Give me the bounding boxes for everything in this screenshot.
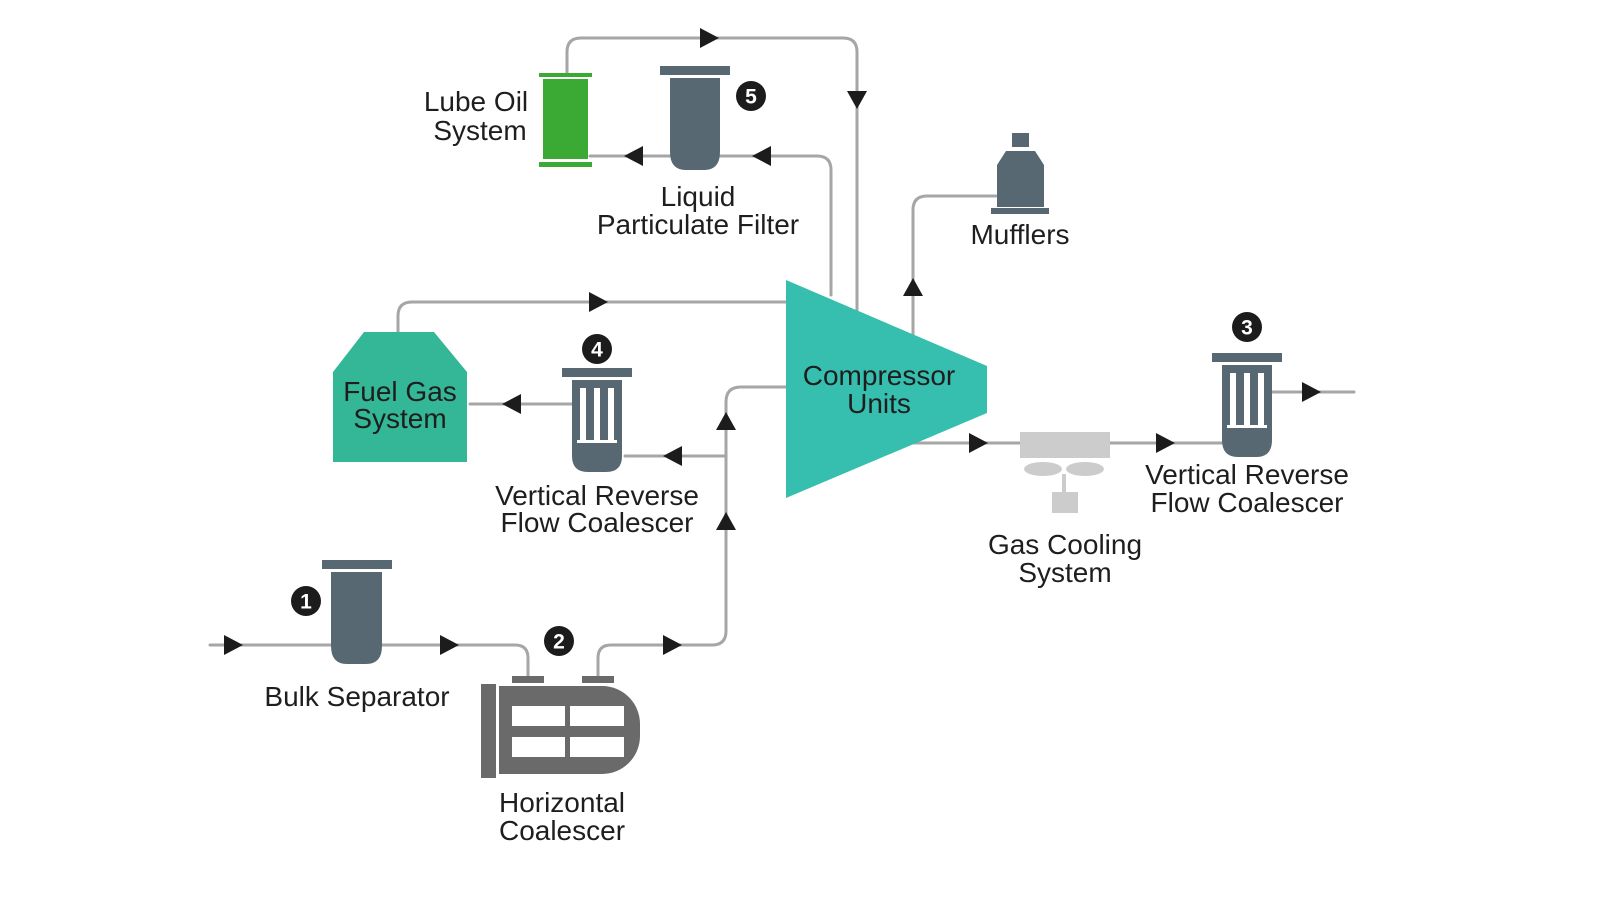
arrow-right-icon [1156,433,1175,453]
lube-oil-label-line-2: System [433,115,526,146]
badge-5: 5 [736,81,766,111]
arrow-right-icon [663,635,682,655]
vrfc-element [1258,373,1264,427]
arrow-left-icon [624,146,643,166]
fuel-gas-tank [333,332,467,462]
svg-text:1: 1 [300,591,312,614]
bulk-separator[interactable]: Bulk Separator 1 [264,560,450,712]
muffler-body [997,151,1044,207]
badge-3: 3 [1232,312,1262,342]
arrow-up-icon [716,412,736,430]
arrow-up-icon [903,278,923,296]
compressor-units[interactable]: Compressor Units [786,280,987,498]
liquid-particulate-filter[interactable]: Liquid Particulate Filter 5 [597,66,799,240]
arrow-down-icon [847,91,867,109]
fuel-gas-label-line-1: Fuel Gas [343,376,457,407]
vrfc-element [580,388,586,442]
separator-vessel [331,572,382,664]
arrow-right-icon [440,635,459,655]
mufflers-label: Mufflers [970,219,1069,250]
arrow-right-icon [969,433,988,453]
separator-cap [322,560,392,569]
vrfc-fuel-label-line-1: Vertical Reverse [495,480,699,511]
coalescer-flange [481,684,496,778]
element-divider [565,696,570,770]
lube-oil-cap-bottom [539,162,592,167]
pipe-inlet [208,643,530,680]
horizontal-coalescer-label-line-2: Coalescer [499,815,625,846]
vrfc-cap [562,368,632,377]
fan-shaft [1062,474,1066,492]
arrow-right-icon [1302,382,1321,402]
svg-text:3: 3 [1241,317,1253,340]
gas-cooling-label-line-2: System [1018,557,1111,588]
horizontal-coalescer[interactable]: Horizontal Coalescer 2 [481,626,640,846]
flow-arrows [224,28,1321,655]
vrfc-cap [1212,353,1282,362]
arrow-left-icon [752,146,771,166]
filter-vessel [670,78,720,170]
muffler-tip [1012,133,1029,147]
pipe-riser-to-compressor [596,385,792,680]
svg-text:4: 4 [591,339,603,362]
cooler-body [1020,432,1110,458]
vrfc-element-base [1227,425,1267,428]
compressor-label-line-2: Units [847,388,911,419]
arrow-left-icon [663,446,682,466]
fuel-gas-system[interactable]: Fuel Gas System [333,332,467,462]
lube-oil-label-line-1: Lube Oil [424,86,528,117]
vrfc-fuel-label-line-2: Flow Coalescer [501,507,694,538]
arrow-left-icon [502,394,521,414]
svg-text:2: 2 [553,631,565,654]
arrow-right-icon [589,292,608,312]
bulk-separator-label: Bulk Separator [264,681,449,712]
fan-blade-right [1066,462,1104,476]
fan-motor [1052,492,1078,513]
vrfc-element [608,388,614,442]
vertical-reverse-flow-coalescer-fuel[interactable]: Vertical Reverse Flow Coalescer 4 [495,334,699,538]
pipe-compressor-to-filter [718,154,833,297]
nozzle-outlet [582,676,614,683]
mufflers[interactable]: Mufflers [970,133,1070,250]
vrfc-element [1244,373,1250,427]
vrfc-outlet-label-line-2: Flow Coalescer [1151,487,1344,518]
fuel-gas-label-line-2: System [353,403,446,434]
arrow-up-icon [716,512,736,530]
fan-blade-left [1024,462,1062,476]
svg-text:5: 5 [745,86,757,109]
arrow-right-icon [700,28,719,48]
badge-2: 2 [544,626,574,656]
lube-oil-body [543,79,588,159]
gas-cooling-system[interactable]: Gas Cooling System [988,432,1142,588]
pipe-fuel-gas-to-compressor [396,300,792,334]
nozzle-inlet [512,676,544,683]
arrow-right-icon [224,635,243,655]
filter-cap [660,66,730,75]
muffler-base [991,208,1049,214]
horizontal-coalescer-label-line-1: Horizontal [499,787,625,818]
lube-oil-system[interactable]: Lube Oil System [424,73,592,167]
gas-cooling-label-line-1: Gas Cooling [988,529,1142,560]
liquid-filter-label-line-2: Particulate Filter [597,209,799,240]
vrfc-element-base [577,440,617,443]
badge-1: 1 [291,586,321,616]
compressor-label-line-1: Compressor [803,360,955,391]
badge-4: 4 [582,334,612,364]
vertical-reverse-flow-coalescer-outlet[interactable]: Vertical Reverse Flow Coalescer 3 [1145,312,1349,518]
vrfc-outlet-label-line-1: Vertical Reverse [1145,459,1349,490]
liquid-filter-label-line-1: Liquid [661,181,736,212]
compressor-body [786,280,987,498]
vrfc-element [1230,373,1236,427]
pipe-network [208,36,1356,680]
pipe-to-mufflers [911,194,998,342]
lube-oil-cap-top [539,73,592,77]
vrfc-element [594,388,600,442]
